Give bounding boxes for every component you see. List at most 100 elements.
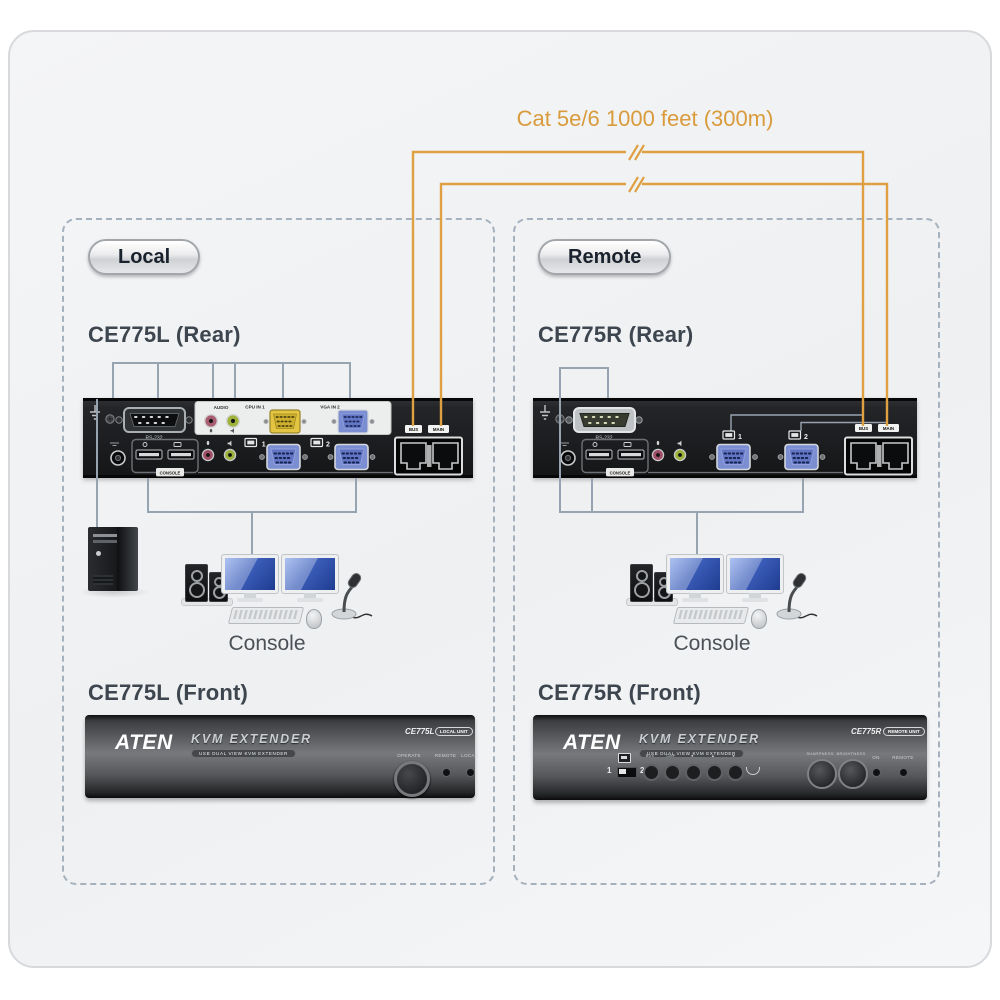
front-button-4 (706, 764, 723, 781)
unit-badge: REMOTE UNIT (883, 727, 925, 736)
button-label-5: ► (731, 754, 737, 758)
monitor-screen (285, 558, 335, 590)
console-mic-jack (201, 441, 215, 462)
product-subtitle: USB DUAL VIEW KVM EXTENDER (191, 749, 296, 758)
switch-position-1: 1 (607, 766, 612, 775)
monitor-1 (221, 554, 279, 594)
monitor-base (237, 598, 263, 602)
usb-port-1 (585, 449, 613, 460)
monitor-select-icon (618, 753, 631, 763)
speaker-left (185, 564, 208, 602)
cpu-in1-vga-port (263, 409, 307, 434)
monitor-screen (225, 558, 275, 590)
svg-text:BUS: BUS (859, 426, 868, 431)
brightness-knob (838, 759, 868, 789)
usb-port-1 (135, 449, 163, 460)
main-port-label: MAIN (878, 424, 899, 432)
drive-bay (93, 534, 117, 537)
remote-led (442, 768, 451, 777)
speaker-glyph (230, 428, 234, 434)
keyboard (227, 607, 305, 624)
switch-position-2: 2 (640, 766, 644, 775)
remote-rear-device: RS-232 CONSOLE 1 (533, 398, 917, 478)
rj45-bus-jack (400, 442, 427, 470)
remote-front-title: CE775R (Front) (538, 680, 701, 705)
sharpness-knob-label: SHARPNESS (806, 751, 834, 756)
rj45-ports (394, 436, 463, 476)
bus-port-label: BUS (855, 424, 872, 432)
monitor2-number: 2 (804, 434, 808, 441)
rj45-main-jack (882, 442, 909, 470)
keyboard (672, 607, 750, 624)
sharpness-knob (807, 759, 837, 789)
vga-in2-port (331, 409, 375, 434)
microphone (331, 573, 373, 620)
monitor-base (297, 598, 323, 602)
remote-console-label: Console (673, 632, 751, 655)
mouse-glyph (142, 442, 148, 447)
monitor-stand (304, 593, 316, 598)
console-vga-port-1 (259, 443, 308, 471)
local-led-label: LOCAL (461, 753, 478, 758)
local-zone (62, 218, 495, 885)
unit-badge: LOCAL UNIT (435, 727, 473, 736)
console-vga-port-2 (777, 443, 826, 471)
on-led (872, 768, 881, 777)
product-name: KVM EXTENDER (191, 732, 312, 746)
microphone (776, 573, 818, 620)
monitor-select-switch (617, 767, 637, 778)
remote-tag: Remote (538, 239, 672, 275)
screw (555, 414, 565, 424)
vga-in2-label: VGA IN 2 (320, 405, 340, 410)
svg-text:MAIN: MAIN (433, 427, 444, 432)
mouse (751, 609, 767, 629)
rj45-main-jack (432, 442, 459, 470)
model-label: CE775R (851, 727, 882, 736)
rs232-port: RS-232 (115, 407, 193, 442)
cpu-in1-label: CPU IN 1 (245, 405, 265, 410)
grab-icon (746, 767, 760, 775)
computer-tower (88, 527, 138, 591)
local-front-title: CE775L (Front) (88, 680, 249, 705)
cable-length-caption: Cat 5e/6 1000 feet (300m) (516, 106, 774, 131)
local-front-device: ATEN KVM EXTENDER USB DUAL VIEW KVM EXTE… (85, 715, 477, 798)
button-label-3: ◄ (689, 754, 695, 758)
bus-port-label: BUS (405, 425, 422, 433)
usb-port-2 (167, 449, 195, 460)
ground-icon (90, 405, 100, 420)
console-speaker-jack (223, 440, 237, 462)
button-label-1: BUS (645, 754, 655, 758)
remote-led (899, 768, 908, 777)
keyboard-glyph (173, 442, 182, 447)
monitor-stand (689, 593, 701, 598)
monitor2-icon: 2 (310, 437, 330, 449)
dc-power-jack (110, 442, 126, 466)
console-vga-port-2 (327, 443, 376, 471)
rj45-ports (844, 436, 913, 476)
model-label: CE775L (405, 727, 435, 736)
drive-bay (93, 540, 117, 543)
front-button-1 (643, 764, 660, 781)
cpu-section: AUDIO CPU IN 1 VGA IN 2 (194, 401, 392, 435)
rs232-label: RS-232 (596, 436, 613, 442)
operate-button-label: OPERATE (397, 753, 421, 758)
remote-rear-title: CE775R (Rear) (538, 322, 694, 347)
front-button-2 (664, 764, 681, 781)
product-subtitle: USB DUAL VIEW KVM EXTENDER (639, 749, 744, 758)
monitor-screen (670, 558, 720, 590)
console-label-box (156, 468, 184, 477)
monitor1-number: 1 (738, 434, 742, 441)
local-led (466, 768, 475, 777)
rs232-label: RS-232 (146, 436, 163, 442)
svg-text:BUS: BUS (409, 427, 418, 432)
brightness-knob-label: BRIGHTNESS (836, 751, 866, 756)
svg-text:MAIN: MAIN (883, 426, 894, 431)
remote-front-device: ATEN KVM EXTENDER USB DUAL VIEW KVM EXTE… (533, 715, 927, 800)
power-button (96, 551, 101, 556)
console-vga-port-1 (709, 443, 758, 471)
usb-port-2 (617, 449, 645, 460)
main-port-label: MAIN (428, 425, 449, 433)
rj45-bus-jack (850, 442, 877, 470)
front-button-3 (685, 764, 702, 781)
monitor-2 (281, 554, 339, 594)
